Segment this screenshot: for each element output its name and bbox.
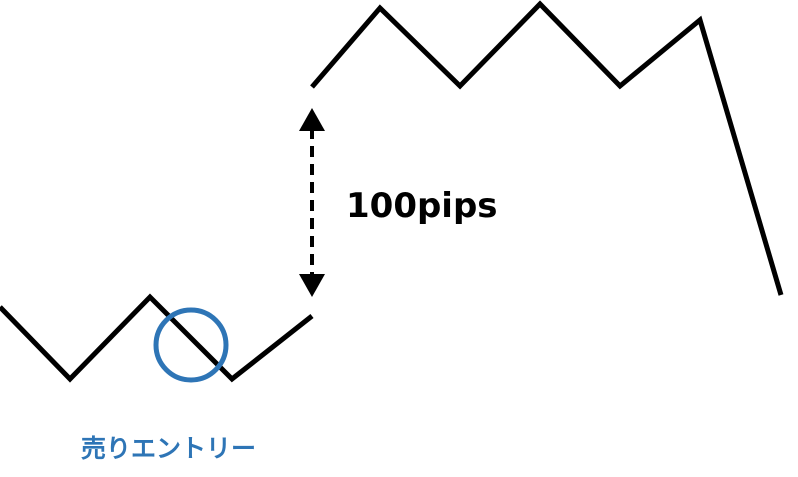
gap-arrow <box>299 108 325 297</box>
gap-label: 100pips <box>346 186 498 226</box>
gap-arrow-head-down <box>299 274 325 297</box>
post-gap-price-line <box>310 0 784 296</box>
entry-circle <box>153 307 229 383</box>
gap-arrow-head-up <box>299 108 325 131</box>
pre-gap-price-line <box>0 293 314 383</box>
entry-label: 売りエントリー <box>81 434 256 463</box>
